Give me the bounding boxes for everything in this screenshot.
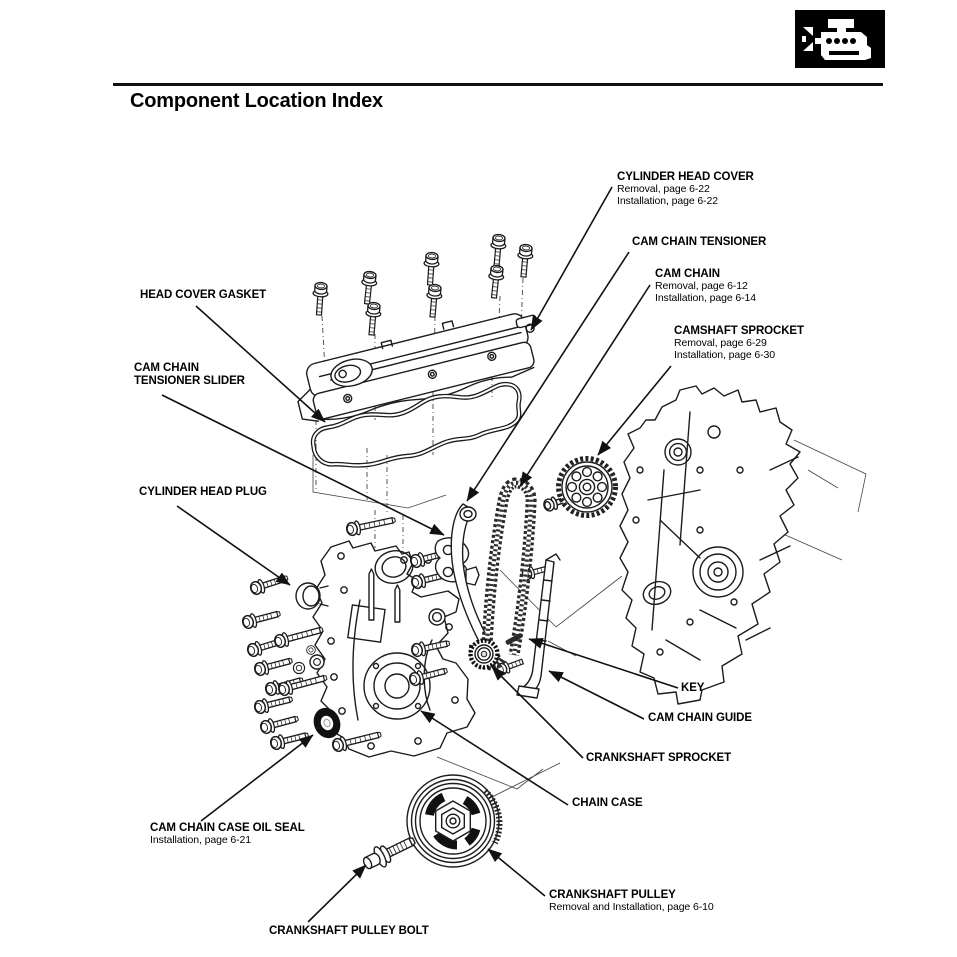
label-cam-chain-tensioner-slider: CAM CHAIN TENSIONER SLIDER [134, 362, 245, 388]
label-sub: Removal, page 6-29 [674, 337, 767, 349]
label-title: CAMSHAFT SPROCKET [674, 325, 804, 337]
engine-icon [795, 10, 885, 68]
label-title: CYLINDER HEAD COVER [617, 171, 754, 183]
crankshaft-pulley-drawing [406, 774, 503, 868]
label-sub: Installation, page 6-21 [150, 834, 252, 846]
label-cam-chain-guide: CAM CHAIN GUIDE [648, 712, 752, 725]
label-title: CAM CHAIN CASE OIL SEAL [150, 822, 305, 834]
label-sub: Removal, page 6-22 [617, 183, 710, 195]
label-title: KEY [681, 682, 705, 694]
head-cover-gasket-drawing [310, 381, 522, 468]
label-sub: Installation, page 6-30 [674, 348, 776, 361]
label-head-cover-gasket: HEAD COVER GASKET [140, 289, 266, 302]
label-title: CRANKSHAFT PULLEY [549, 889, 676, 901]
crankshaft-sprocket-drawing [468, 638, 500, 670]
cylinder-head-plug-drawing [295, 582, 329, 610]
label-sub: Installation, page 6-22 [617, 194, 719, 207]
leader-lines [161, 186, 679, 923]
label-title: CAM CHAIN GUIDE [648, 712, 752, 724]
label-crankshaft-pulley-bolt: CRANKSHAFT PULLEY BOLT [269, 925, 429, 938]
camshaft-sprocket-drawing [543, 456, 618, 518]
label-title: CHAIN CASE [572, 797, 643, 809]
label-title: CRANKSHAFT PULLEY BOLT [269, 925, 429, 937]
case-bolts [240, 512, 551, 754]
label-cam-chain-tensioner: CAM CHAIN TENSIONER [632, 236, 766, 249]
label-sub: Removal and Installation, page 6-10 [549, 901, 714, 913]
label-cam-chain-case-oil-seal: CAM CHAIN CASE OIL SEAL Installation, pa… [150, 822, 305, 847]
page-title: Component Location Index [130, 90, 383, 112]
key-drawing [505, 633, 523, 645]
label-chain-case: CHAIN CASE [572, 797, 643, 810]
cylinder-head-cover-drawing [297, 313, 538, 422]
crankshaft-pulley-bolt-drawing [362, 837, 416, 870]
cam-chain-drawing [468, 477, 537, 671]
engine-icon-glyph [802, 19, 871, 60]
header-rule [113, 83, 883, 86]
label-camshaft-sprocket: CAMSHAFT SPROCKET Removal, page 6-29 Ins… [674, 325, 804, 361]
label-title: CYLINDER HEAD PLUG [139, 486, 267, 498]
label-crankshaft-sprocket: CRANKSHAFT SPROCKET [586, 752, 731, 765]
label-cylinder-head-plug: CYLINDER HEAD PLUG [139, 486, 267, 499]
chain-case-drawing [312, 540, 476, 758]
engine-block-drawing [619, 385, 801, 705]
label-cam-chain: CAM CHAIN Removal, page 6-12 Installatio… [655, 268, 756, 304]
label-title: CAM CHAIN [134, 362, 199, 374]
label-title: TENSIONER SLIDER [134, 375, 245, 387]
label-crankshaft-pulley: CRANKSHAFT PULLEY Removal and Installati… [549, 889, 714, 914]
label-key: KEY [681, 682, 704, 695]
label-title: CAM CHAIN TENSIONER [632, 236, 767, 248]
label-title: HEAD COVER GASKET [140, 289, 267, 301]
label-sub: Installation, page 6-14 [655, 291, 757, 304]
oil-seal-drawing [313, 707, 341, 739]
label-cylinder-head-cover: CYLINDER HEAD COVER Removal, page 6-22 I… [617, 171, 754, 207]
label-title: CAM CHAIN [655, 268, 720, 280]
label-title: CRANKSHAFT SPROCKET [586, 752, 732, 764]
label-sub: Removal, page 6-12 [655, 280, 748, 292]
